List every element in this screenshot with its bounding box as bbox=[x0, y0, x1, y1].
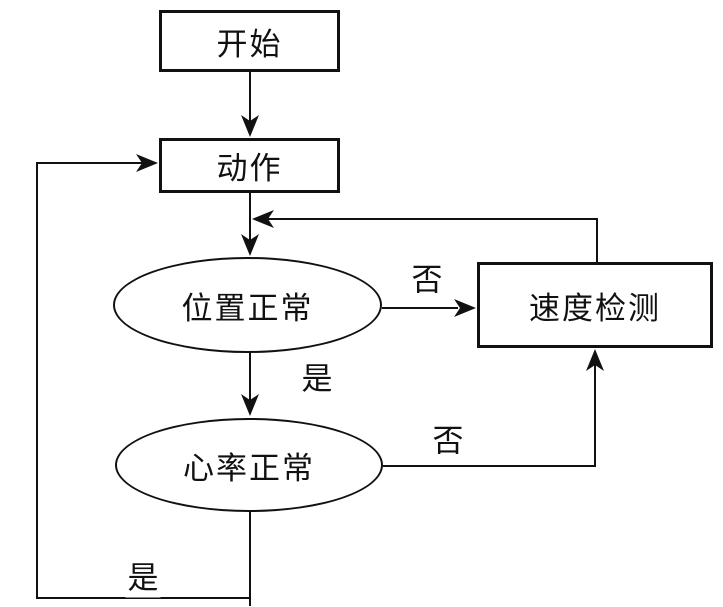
heart-rate-check-node: 心率正常 bbox=[115, 418, 383, 512]
edge-label-no-position: 否 bbox=[409, 254, 445, 300]
edge-label-yes-heart: 是 bbox=[125, 552, 161, 598]
position-check-node: 位置正常 bbox=[113, 257, 382, 353]
speed-detection-node: 速度检测 bbox=[477, 262, 713, 348]
arrowhead-into-action-top bbox=[241, 115, 259, 137]
arrowhead-merge-left bbox=[252, 210, 274, 228]
action-node: 动作 bbox=[159, 138, 340, 193]
speed-detection-label: 速度检测 bbox=[529, 290, 661, 326]
edge-heart-to-speed bbox=[383, 353, 596, 467]
heart-rate-check-label: 心率正常 bbox=[183, 450, 315, 486]
edge-speed-to-merge bbox=[256, 218, 598, 262]
position-check-label: 位置正常 bbox=[181, 290, 314, 326]
action-node-label: 动作 bbox=[216, 151, 283, 186]
start-node: 开始 bbox=[159, 10, 340, 72]
edge-label-yes-position: 是 bbox=[299, 353, 335, 399]
arrowhead-into-action-left bbox=[136, 154, 158, 172]
arrowhead-into-speed-bottom bbox=[586, 349, 604, 371]
arrowhead-into-heart bbox=[241, 394, 259, 416]
arrowhead-into-speed-left bbox=[454, 299, 476, 317]
edge-heart-loop-return bbox=[36, 162, 250, 599]
start-node-label: 开始 bbox=[216, 26, 283, 62]
arrowhead-into-position bbox=[241, 234, 259, 256]
edge-label-no-heart: 否 bbox=[430, 415, 466, 461]
